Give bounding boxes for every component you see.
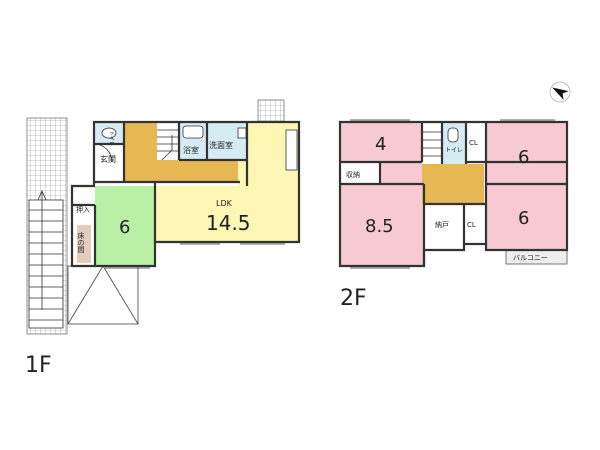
closet-2 xyxy=(464,204,486,244)
second-floor-stair xyxy=(422,131,442,157)
second-floor: 4 6 8.5 6 収納 トイレ CL CL 納戸 バルコニー xyxy=(338,119,569,269)
tokonoma-label: 床の間 xyxy=(77,231,85,254)
first-floor: 玄関 トイレ 浴室 洗面室 LDK 14.5 6 押入 床の間 xyxy=(70,120,301,269)
parking-area xyxy=(67,265,139,325)
washitsu xyxy=(95,186,155,266)
hall-2f xyxy=(422,164,484,204)
ldk-room xyxy=(155,186,299,242)
first-floor-windows xyxy=(105,243,285,269)
second-floor-windows xyxy=(350,119,555,269)
washitsu-size: 6 xyxy=(119,217,130,238)
toilet-bowl-icon xyxy=(447,127,459,143)
exterior-stair xyxy=(28,199,64,329)
room-sw-notch xyxy=(380,162,424,184)
north-arrow-icon xyxy=(549,81,571,103)
bathtub-icon xyxy=(182,125,204,139)
kitchen-counter xyxy=(285,129,298,171)
sink-icon xyxy=(237,127,247,139)
closet-2-label: CL xyxy=(467,221,476,229)
toilet-label-2f: トイレ xyxy=(445,147,463,154)
room-se-size: 6 xyxy=(518,208,529,229)
entrance-door xyxy=(93,143,113,163)
room-se xyxy=(486,184,567,250)
oshiire xyxy=(72,205,95,266)
closet-1-label: CL xyxy=(469,139,478,147)
room-nw-size: 4 xyxy=(375,134,386,155)
storage-2f xyxy=(340,162,380,184)
first-floor-stair xyxy=(157,129,179,161)
balcony-label: バルコニー xyxy=(513,254,548,262)
stairwell-2f xyxy=(422,122,442,164)
up-arrow-icon xyxy=(37,190,47,201)
entrance xyxy=(94,144,124,182)
toilet-label-1f: トイレ xyxy=(108,131,114,146)
storage-label: 収納 xyxy=(346,170,360,179)
room-sw xyxy=(340,184,424,266)
room-nw xyxy=(340,122,422,162)
first-floor-exterior xyxy=(26,99,285,335)
room-ne xyxy=(486,122,567,184)
tokonoma xyxy=(77,225,91,263)
stairwell-1f xyxy=(157,122,179,160)
nando xyxy=(424,204,464,250)
oshiire-label: 押入 xyxy=(76,205,90,214)
first-floor-walls xyxy=(70,120,301,268)
toilet-bowl-icon xyxy=(101,127,117,139)
rear-step-grid xyxy=(257,99,285,125)
room-ne-size: 6 xyxy=(518,147,529,168)
closet-1 xyxy=(466,122,486,162)
first-floor-label: 1F xyxy=(25,353,52,378)
room-sw-size: 8.5 xyxy=(365,216,394,237)
nando-label: 納戸 xyxy=(435,220,449,229)
ldk-label: LDK xyxy=(216,199,233,208)
entrance-label: 玄関 xyxy=(100,154,116,164)
ldk-size: 14.5 xyxy=(206,211,251,235)
second-floor-walls xyxy=(338,120,569,268)
washroom-label: 洗面室 xyxy=(209,140,233,150)
bath-label: 浴室 xyxy=(183,145,199,155)
second-floor-label: 2F xyxy=(340,286,367,311)
